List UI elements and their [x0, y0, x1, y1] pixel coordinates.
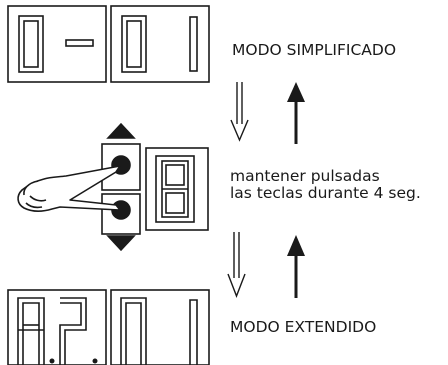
- instruction-line-2: las teclas durante 4 seg.: [230, 184, 421, 202]
- digit-A: [17, 297, 45, 365]
- up-key-icon: [106, 122, 136, 139]
- display-frame-left: [7, 5, 107, 83]
- digit-2: [59, 297, 87, 365]
- display-frame-right: [110, 5, 210, 83]
- digit-0-top-2: [121, 15, 147, 73]
- instruction-text: mantener pulsadas las teclas durante 4 s…: [230, 168, 421, 202]
- digit-1-top: [189, 16, 198, 72]
- digit-0-top-1: [18, 15, 44, 73]
- display-extended: [7, 289, 210, 365]
- display-frame-left-bottom: [7, 289, 107, 365]
- digit-0-bottom: [120, 297, 147, 365]
- double-arrow-down-icon-2: [227, 232, 246, 298]
- digit-8-middle: [161, 160, 189, 218]
- double-arrow-down-icon: [230, 82, 249, 142]
- arrow-up-icon-2: [287, 235, 305, 298]
- mode-label-simplified: MODO SIMPLIFICADO: [232, 41, 397, 59]
- digit-1-bottom: [189, 299, 198, 365]
- down-key-icon: [106, 235, 136, 252]
- hand-icon: [17, 165, 121, 212]
- display-simplified: [7, 5, 210, 83]
- arrow-up-icon: [287, 82, 305, 144]
- digit-dash: [65, 39, 94, 47]
- display-middle: [145, 147, 209, 231]
- key-upper: [101, 143, 141, 191]
- keypad: [101, 122, 141, 252]
- mode-label-extended: MODO EXTENDIDO: [230, 318, 377, 336]
- display-frame-right-bottom: [110, 289, 210, 365]
- key-lower: [101, 193, 141, 235]
- instruction-line-1: mantener pulsadas: [230, 167, 380, 185]
